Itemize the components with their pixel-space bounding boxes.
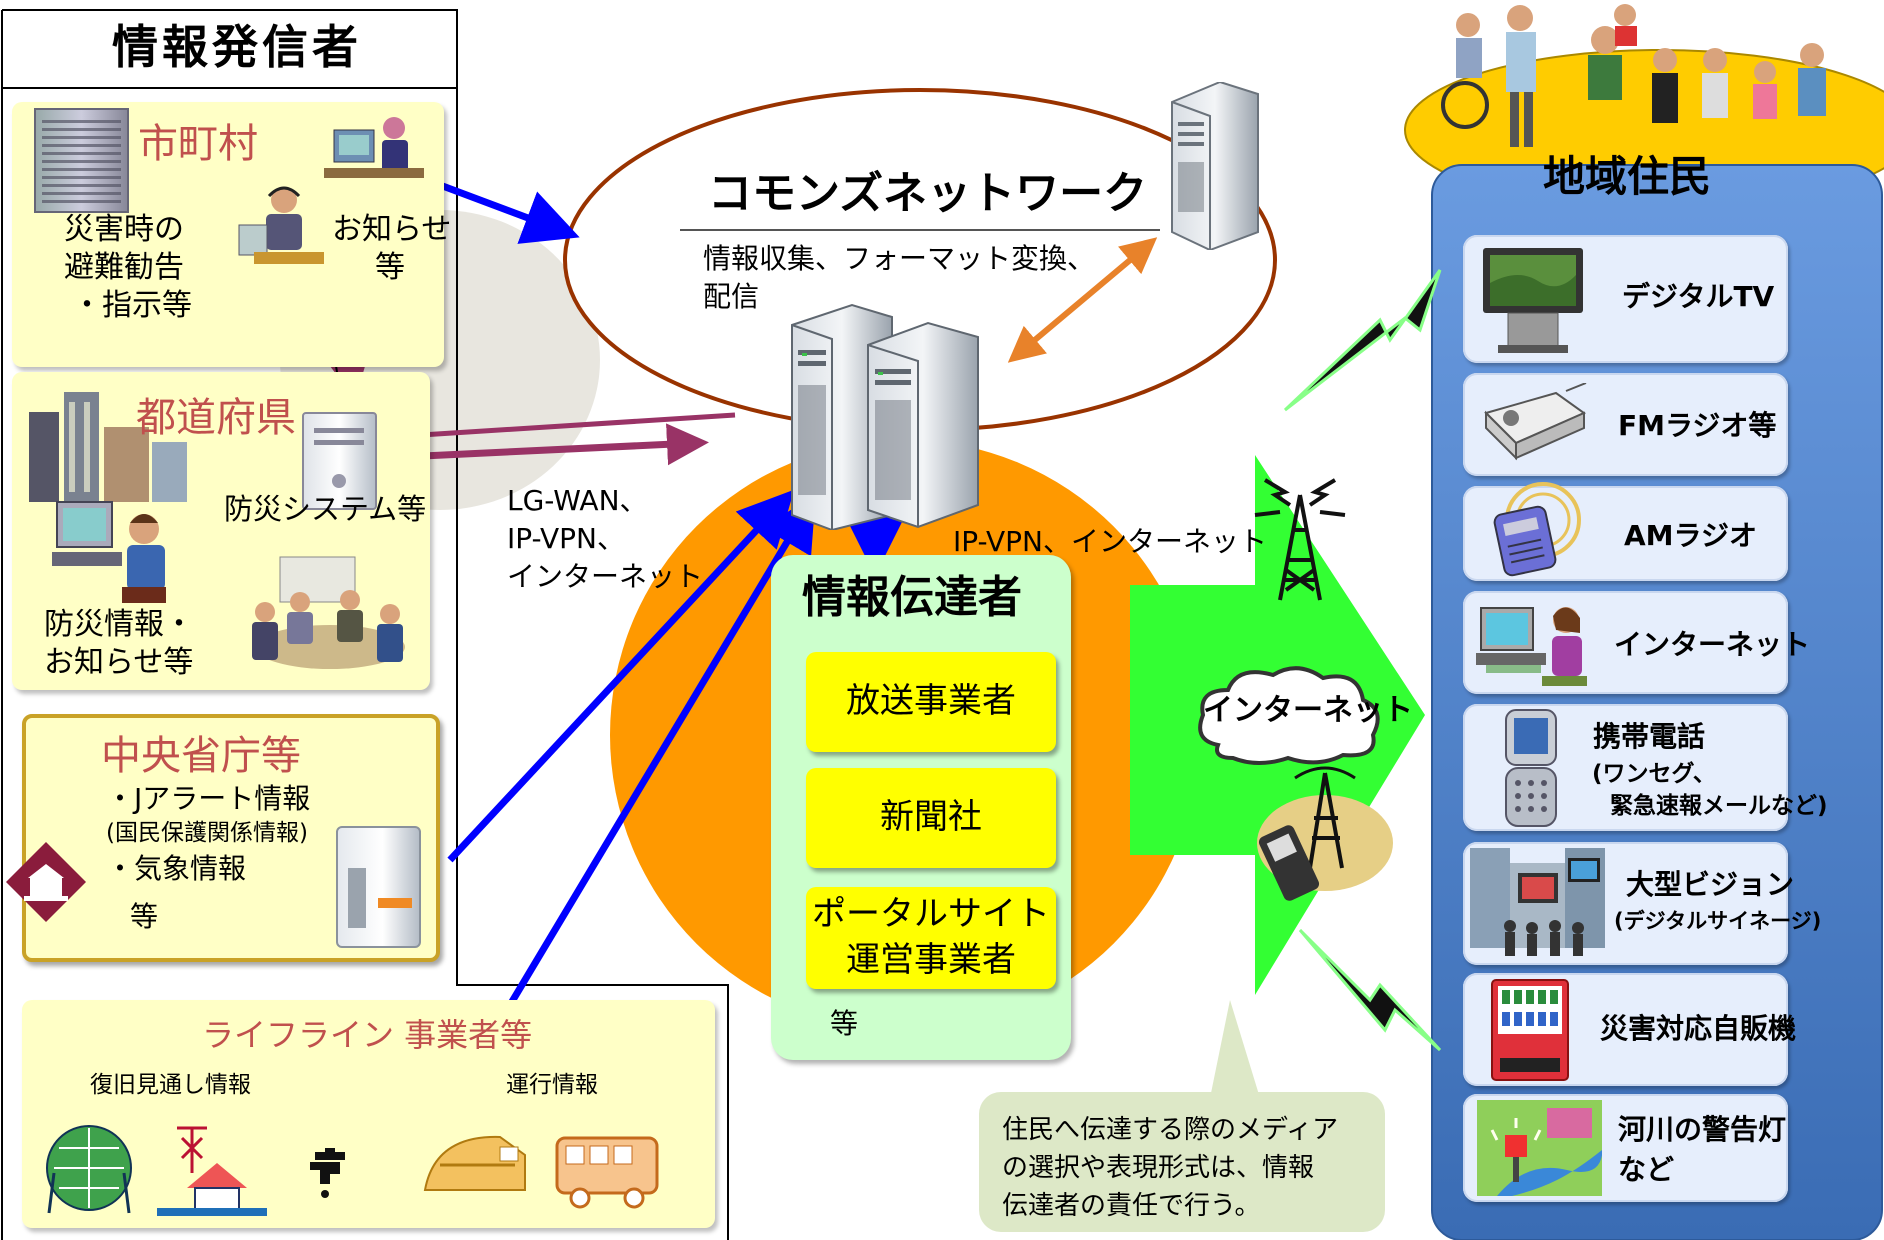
mobile-tower-phone-icon [1250,758,1395,908]
sender-title: 情報発信者 [112,20,362,74]
lifeline-recovery-label: 復旧見通し情報 [90,1072,251,1098]
lifeline-panel: ライフライン 事業者等 復旧見通し情報 運行情報 [22,1000,715,1228]
municipality-right-line-2: 等 [375,250,405,285]
central-government-panel: 中央省庁等 ・Jアラート情報 (国民保護関係情報) ・気象情報 等 [22,714,440,962]
media-sub-mobile-2: 緊急速報メールなど) [1610,793,1828,819]
residents-title: 地域住民 [1543,152,1712,201]
lgwan-label-line-1: LG-WAN、 [507,484,648,517]
arrow-central-to-server [447,489,795,863]
ipvpn-label: IP-VPN、インターネット [953,525,1267,558]
lifeline-name: ライフライン 事業者等 [202,1016,533,1054]
antenna-tower-icon [1250,470,1350,605]
power-house-icon [157,1118,267,1218]
internet-cloud-icon [1188,660,1388,770]
central-server-icon [336,826,421,948]
municipality-name: 市町村 [138,121,258,167]
central-line-1: ・Jアラート情報 [106,782,311,815]
disaster-system-server-icon [302,412,377,510]
media-label-am-radio: AMラジオ [1624,519,1757,552]
transmitter-broadcaster: 放送事業者 [806,652,1056,752]
lgwan-label-line-2: IP-VPN、 [507,522,625,555]
note-callout-tail [1210,1000,1260,1098]
office-worker-icon [324,110,424,200]
external-server-icon [1162,80,1260,252]
municipality-panel: 市町村 災害時の 避難勧告 ・指示等 お知らせ 等 [12,102,451,367]
media-label-digital-tv: デジタルTV [1622,280,1775,313]
mobile-phone-icon [1500,708,1562,828]
lgwan-label-line-3: インターネット [507,560,704,593]
water-faucet-icon [300,1142,360,1202]
prefecture-info-line-2: お知らせ等 [44,645,194,680]
operator-headset-icon [234,180,329,275]
commons-desc-line-2: 配信 [703,280,760,313]
media-label-warning-light-etc: など [1618,1153,1675,1186]
transmitter-newspaper: 新聞社 [806,768,1056,868]
central-line-2: (国民保護関係情報) [106,820,308,846]
media-label-fm-radio: FMラジオ等 [1618,409,1777,442]
main-server-rack-icon [782,295,982,532]
residents-people-icon [1440,0,1860,150]
media-label-signage: 大型ビジョン [1626,868,1795,901]
am-radio-icon [1487,475,1589,577]
signage-icon [1470,848,1605,960]
transmitter-portal-operator: ポータルサイト 運営事業者 [806,887,1056,989]
warning-light-icon [1477,1100,1603,1196]
lifeline-operation-label: 運行情報 [506,1072,598,1098]
commons-desc-line-1: 情報収集、フォーマット変換、 [703,242,1096,275]
city-skyline-icon [24,392,189,502]
tv-icon [1478,243,1588,355]
disaster-system-label: 防災システム等 [224,492,427,526]
arrow-municipality-to-commons [438,181,580,244]
lightning-bolt-upper-icon [1283,269,1442,412]
prefecture-info-line-1: 防災情報・ [44,607,194,642]
city-hall-building-icon [34,108,129,213]
lightning-bolt-lower-icon [1298,928,1442,1052]
commons-title: コモンズネットワーク [708,168,1148,219]
pc-operator-icon [52,497,172,607]
municipality-left-line-2: 避難勧告 [64,250,184,285]
central-name: 中央省庁等 [101,733,301,779]
arrow-prefecture-to-server-2 [389,412,736,440]
train-icon [420,1125,535,1210]
note-line-3: 伝達者の責任で行う。 [1002,1191,1261,1221]
municipality-left-line-3: ・指示等 [72,288,192,323]
government-building-icon [6,842,86,922]
prefecture-name: 都道府県 [136,395,296,441]
gas-tank-icon [34,1118,144,1218]
media-sub-mobile-1: (ワンセグ、 [1592,761,1716,787]
arrow-lifeline-to-server [506,493,816,1007]
internet-cloud-label: インターネット [1203,693,1413,728]
vending-machine-icon [1490,978,1570,1082]
arrow-prefecture-to-server [379,423,709,466]
media-label-internet: インターネット [1614,628,1811,661]
central-line-4: 等 [130,900,159,933]
transmitter-title: 情報伝達者 [802,572,1022,623]
pc-user-icon [1476,598,1591,688]
media-label-vending: 災害対応自販機 [1600,1012,1797,1045]
transmitter-etc: 等 [830,1007,859,1040]
media-label-mobile: 携帯電話 [1593,720,1706,753]
prefecture-panel: 都道府県 防災システム等 防災情報・ お知らせ等 [12,372,430,690]
municipality-right-line-1: お知らせ [332,212,452,247]
arrow-servers-bidirectional [1007,237,1158,363]
municipality-left-line-1: 災害時の [64,212,184,247]
media-sub-signage: (デジタルサイネージ) [1614,909,1822,933]
note-line-2: の選択や表現形式は、情報 [1002,1153,1315,1183]
sender-frame [2,9,729,1240]
radio-icon [1476,382,1591,463]
central-line-3: ・気象情報 [106,852,247,885]
note-line-1: 住民へ伝達する際のメディア [1002,1115,1339,1145]
media-label-warning-light: 河川の警告灯 [1618,1113,1787,1146]
bus-icon [552,1128,667,1213]
note-callout [979,1092,1385,1232]
meeting-people-icon [240,552,420,682]
